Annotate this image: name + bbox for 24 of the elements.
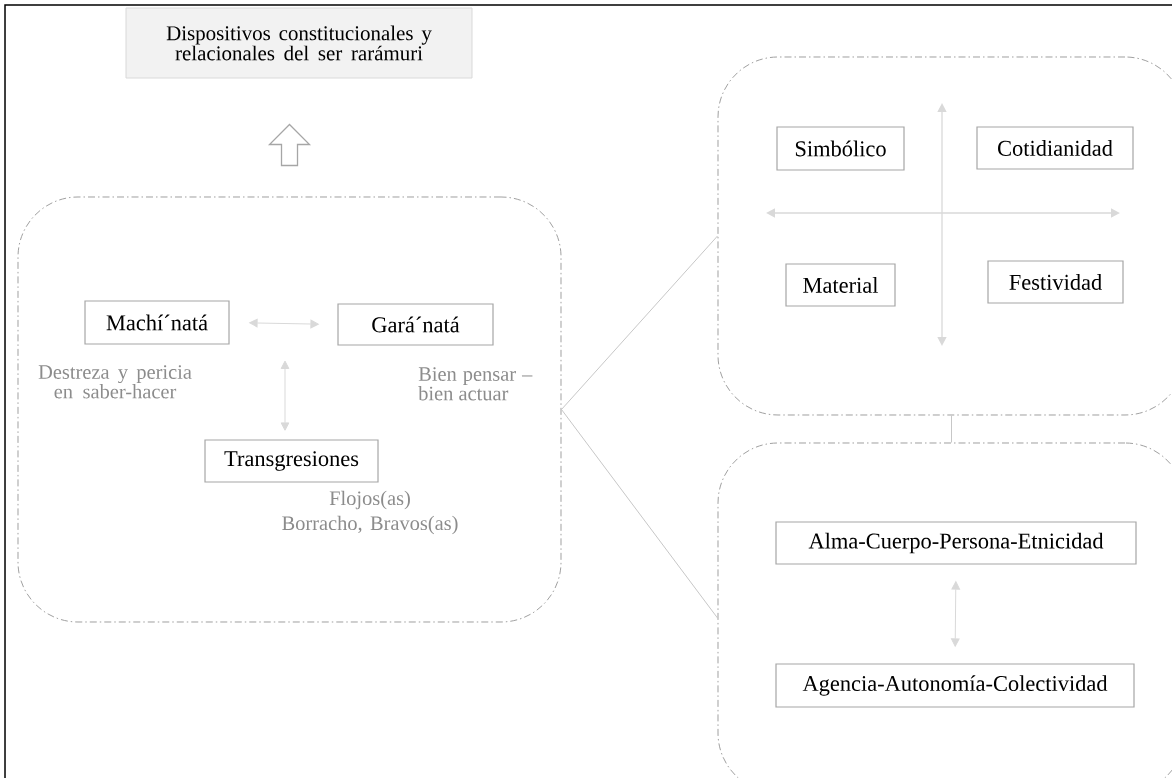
node-caption: Bien pensar – bien actuar (418, 367, 533, 401)
concept-box: Festividad (987, 260, 1124, 304)
connector (561, 409, 718, 619)
group-frame (717, 56, 1172, 416)
concept-box: Gará´natá (337, 303, 494, 346)
block-arrow (267, 123, 312, 167)
node-caption: Borracho, Bravos(as) (282, 515, 458, 535)
connector (280, 360, 290, 431)
concept-box: Machí´natá (84, 300, 230, 345)
concept-box: Alma-Cuerpo-Persona-Etnicidad (775, 521, 1137, 565)
node-caption: Destreza y pericia en saber-hacer (38, 365, 192, 399)
title-box: Dispositivos constitucionales y relacionales del ser rarámuri (125, 7, 473, 79)
concept-box: Simbólico (776, 126, 905, 171)
concept-box: Agencia-Autonomía-Colectividad (775, 663, 1135, 708)
connector (561, 235, 718, 410)
connector (951, 415, 952, 443)
connector (249, 318, 319, 329)
node-caption: Flojos(as) (329, 490, 410, 510)
connector (950, 581, 961, 647)
concept-box: Transgresiones (204, 439, 379, 483)
concept-box: Material (785, 263, 896, 307)
group-frame (17, 196, 562, 623)
concept-box: Cotidianidad (976, 126, 1134, 170)
group-frame (717, 442, 1172, 778)
